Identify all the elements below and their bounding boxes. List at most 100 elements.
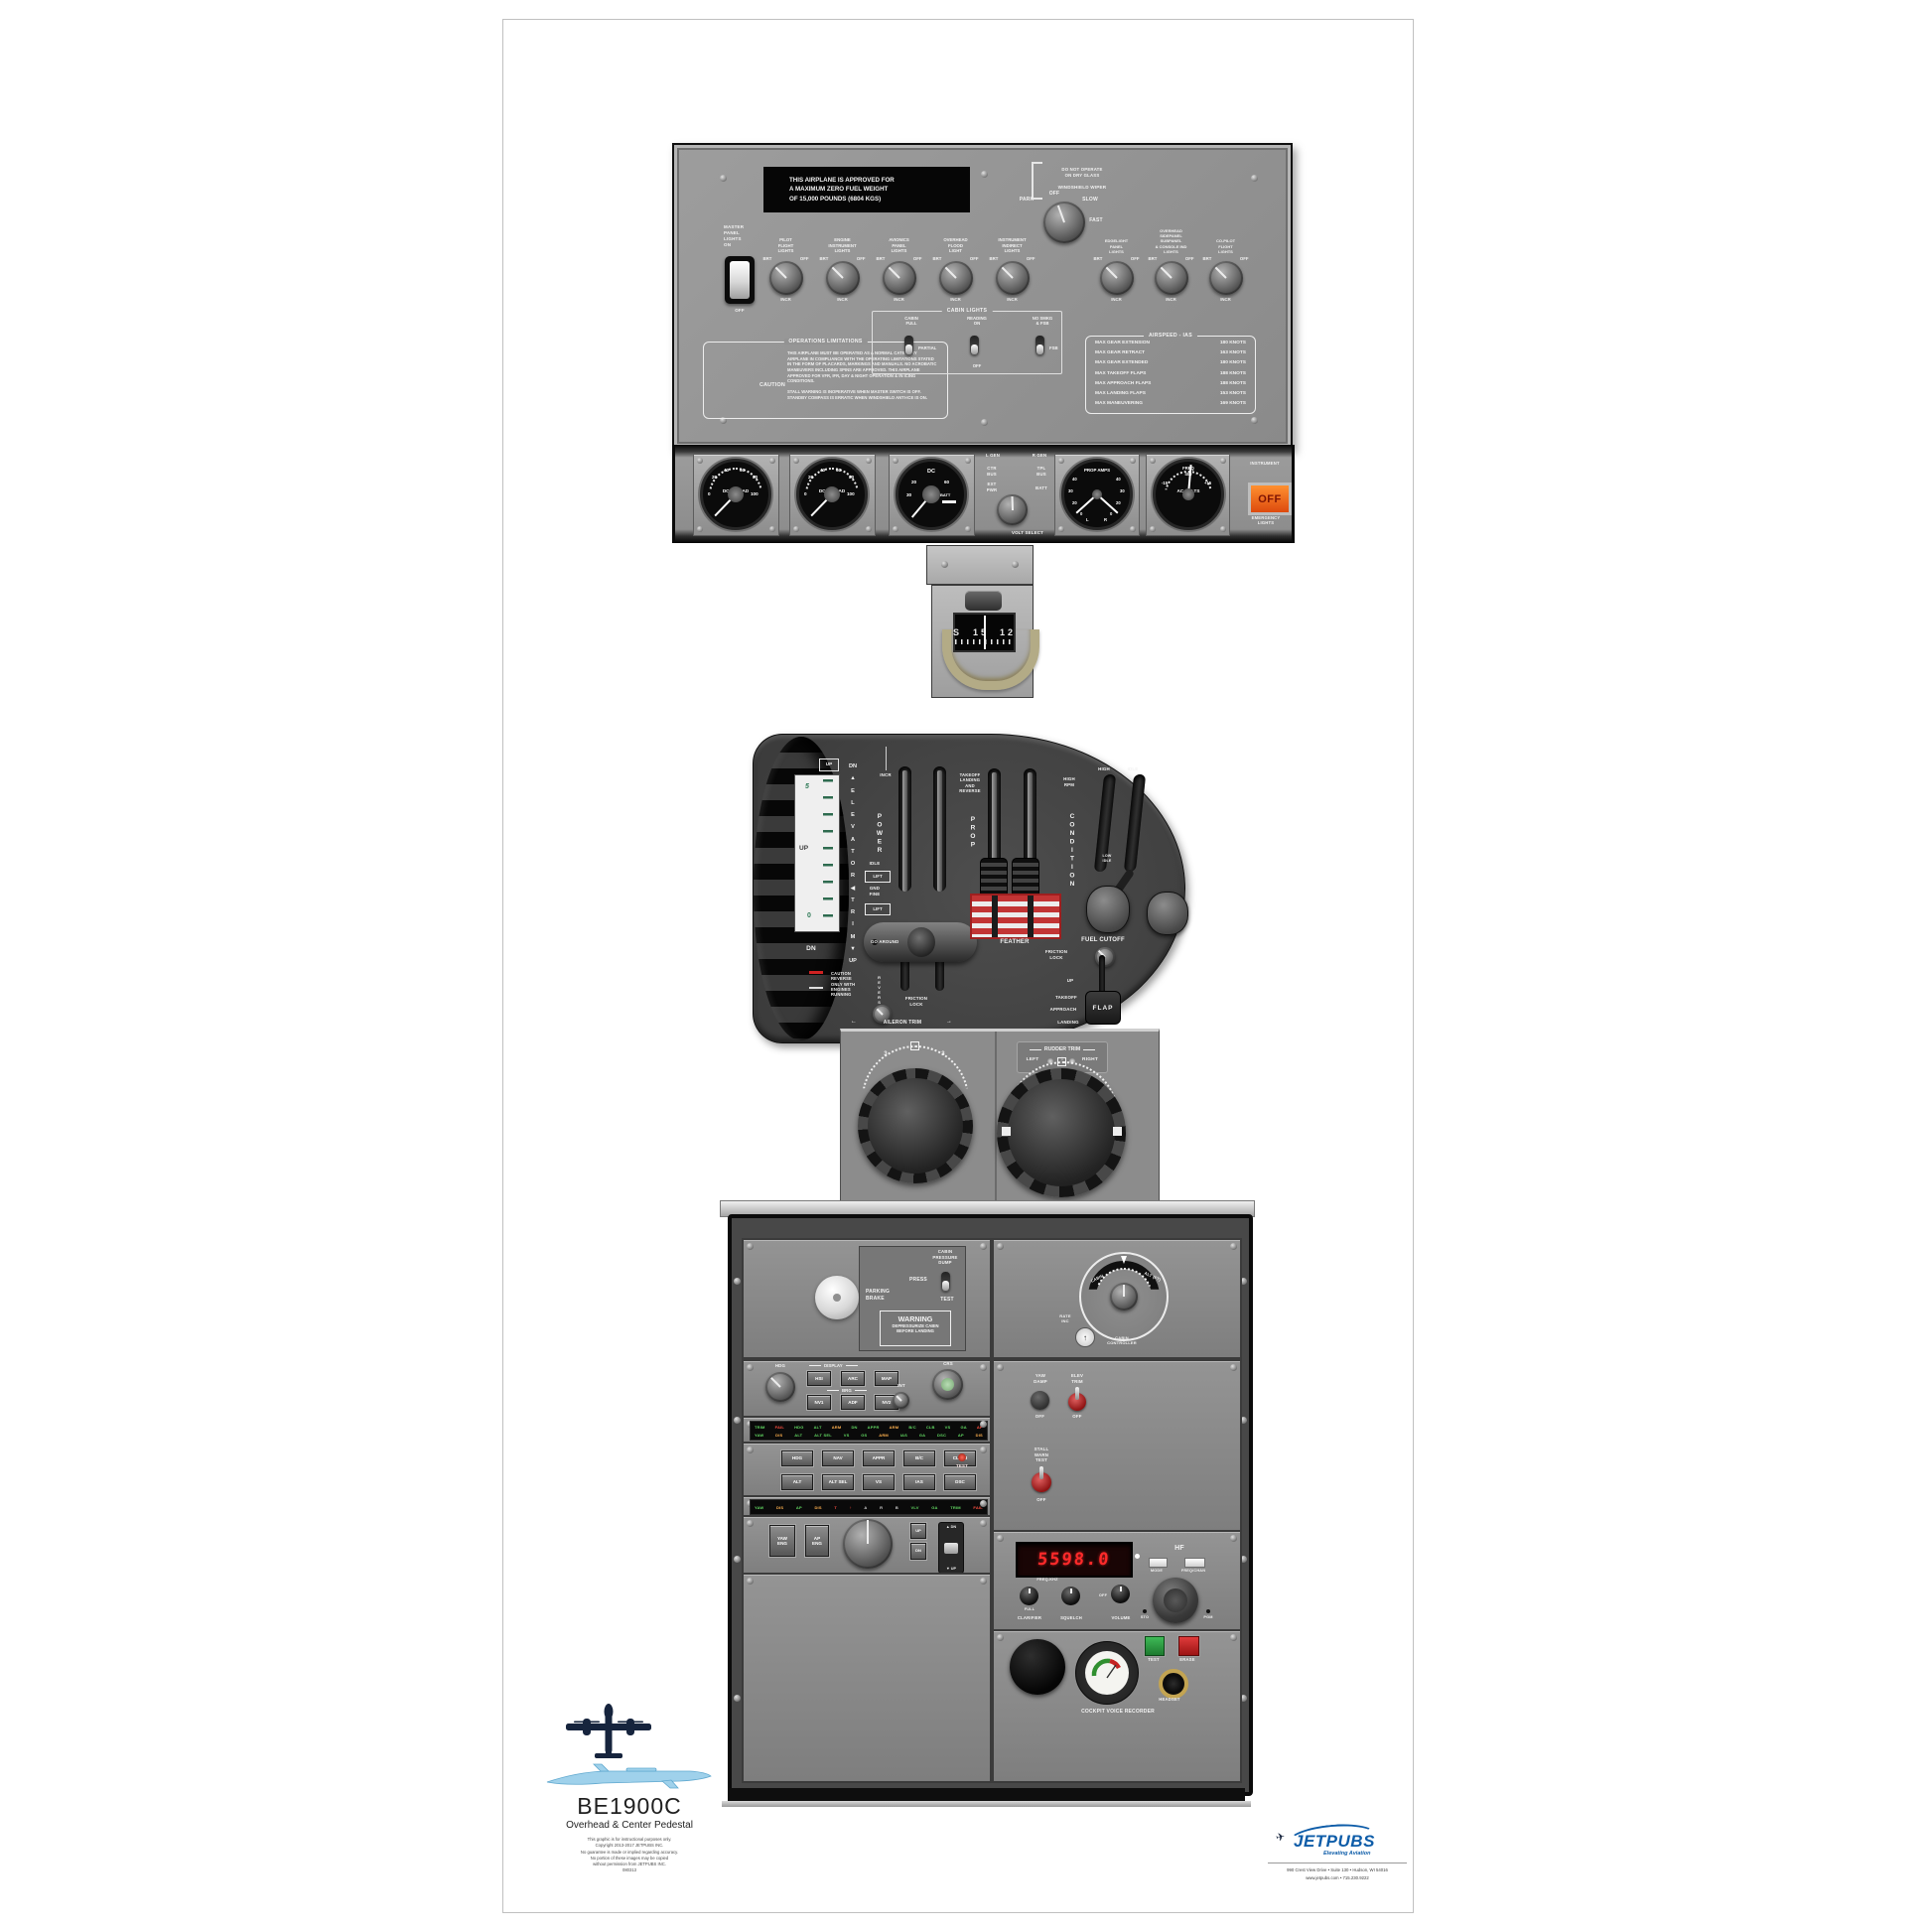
brg-button[interactable]: ADF	[841, 1395, 865, 1410]
poster-subtitle: Overhead & Center Pedestal	[566, 1820, 693, 1831]
hf-squelch-label: SQUELCH	[1060, 1615, 1082, 1620]
lighting-knob[interactable]	[1154, 261, 1188, 295]
ap-mode-button[interactable]: APPR	[863, 1450, 895, 1466]
hf-mode-button[interactable]	[1149, 1558, 1168, 1568]
flap-lever[interactable]: FLAP	[1085, 991, 1121, 1025]
cvr-erase-button[interactable]	[1178, 1636, 1199, 1656]
airspeed-item: MAX MANEUVERING	[1095, 401, 1143, 407]
go-around-label: GO AROUND	[871, 939, 899, 944]
ap-mode-button[interactable]: B/C	[903, 1450, 935, 1466]
rate-knob[interactable]: ↑	[1075, 1327, 1095, 1347]
display-button[interactable]: HSI	[807, 1371, 831, 1386]
brg-button[interactable]: NV1	[807, 1395, 831, 1410]
hf-squelch-knob[interactable]	[1061, 1587, 1080, 1605]
hdg-knob[interactable]	[765, 1372, 795, 1402]
prop-lever-left[interactable]	[980, 858, 1008, 897]
brt-label: BRT	[876, 256, 886, 261]
lighting-knob[interactable]	[938, 261, 973, 295]
ap-eng-button[interactable]: AP ENG	[805, 1525, 829, 1557]
fineprint-line: 080313	[622, 1867, 636, 1873]
ap-mode-button[interactable]: ALT	[781, 1474, 813, 1490]
test-label: TEST	[940, 1297, 954, 1303]
lighting-knob[interactable]	[1099, 261, 1134, 295]
windshield-wiper-knob[interactable]	[1043, 202, 1085, 243]
ap-mode-button[interactable]: DSC	[944, 1474, 976, 1490]
power-lever-right[interactable]	[937, 770, 942, 892]
ap-mode-button[interactable]: IAS	[903, 1474, 935, 1490]
airspeed-item: MAX TAKEOFF FLAPS	[1095, 370, 1147, 376]
compass-mount-upper	[926, 545, 1034, 585]
ap-mode-button[interactable]: ALT SEL	[822, 1474, 854, 1490]
annunciator-word: DSC	[937, 1432, 947, 1438]
go-around-bar[interactable]	[864, 922, 977, 962]
tick-label: 40	[1072, 477, 1077, 482]
hf-clarifier-knob[interactable]	[1020, 1587, 1038, 1605]
crs-knob[interactable]	[932, 1369, 963, 1400]
emergency-lights-off-lamp[interactable]: OFF	[1248, 483, 1292, 515]
yaw-damp-button[interactable]	[1031, 1391, 1049, 1410]
display-button[interactable]: ARC	[841, 1371, 865, 1386]
poster-model-title: BE1900C	[577, 1793, 682, 1819]
tick-label: 60	[836, 468, 842, 473]
lighting-knob[interactable]	[768, 261, 803, 295]
lighting-knob[interactable]	[882, 261, 916, 295]
lighting-knob[interactable]	[1208, 261, 1243, 295]
yaw-eng-button[interactable]: YAW ENG	[769, 1525, 795, 1557]
cabin-light-toggle[interactable]	[970, 336, 979, 355]
int-knob[interactable]	[893, 1392, 909, 1409]
display-button[interactable]: MAP	[875, 1371, 898, 1386]
elev-trim-switch[interactable]	[1068, 1387, 1086, 1411]
turn-knob[interactable]	[843, 1519, 893, 1569]
friction-lock-left-knob[interactable]	[873, 1005, 892, 1024]
annunciator-word: DN	[851, 1424, 858, 1430]
cabin-dump-toggle[interactable]	[941, 1272, 950, 1292]
cabin-light-toggle[interactable]	[904, 336, 913, 355]
condition-lever-left[interactable]	[1086, 886, 1130, 933]
elevator-trim-letter: ▲	[850, 775, 856, 782]
compass-adjust-knob[interactable]	[965, 591, 1002, 611]
annunciator-word: AP	[795, 1504, 802, 1510]
hf-label: HF	[1174, 1545, 1184, 1552]
annunciator-word: ALT	[813, 1424, 822, 1430]
reverse-label: REVERSE	[877, 974, 883, 1010]
master-switch-rocker[interactable]	[730, 261, 750, 299]
brt-label: BRT	[932, 256, 942, 261]
tick-label: 80	[753, 475, 759, 480]
annunciator-word: AP	[957, 1432, 964, 1438]
aircraft-topview-icon	[562, 1702, 655, 1763]
elevator-trim-letter: ▼	[850, 945, 856, 952]
hf-freqchan-button[interactable]	[1184, 1558, 1205, 1568]
cabin-controller-knob[interactable]	[1110, 1283, 1138, 1311]
hf-volume-knob[interactable]	[1111, 1585, 1130, 1603]
cvr-headset-jack[interactable]	[1159, 1669, 1188, 1699]
ap-mode-button[interactable]: NAV	[822, 1450, 854, 1466]
cabin-light-toggle[interactable]	[1035, 336, 1044, 355]
prop-lever-right[interactable]	[1012, 858, 1039, 897]
master-panel-lights-switch[interactable]	[725, 256, 755, 304]
pedestal-base-trim	[722, 1801, 1251, 1807]
friction-lock-right-knob[interactable]	[1095, 947, 1115, 967]
lighting-knob[interactable]	[825, 261, 860, 295]
condition-lever-right[interactable]	[1147, 892, 1188, 935]
trim-scale-up-box: UP	[819, 759, 839, 771]
power-lever-left[interactable]	[902, 770, 907, 892]
ap-mode-button[interactable]: HDG	[781, 1450, 813, 1466]
pitch-up-button[interactable]: UP	[910, 1523, 926, 1539]
stall-warn-test-switch[interactable]	[1032, 1466, 1051, 1492]
jetpubs-address1: 990 Crest View Drive • Suite 130 • Hudso…	[1287, 1867, 1388, 1872]
lighting-knob[interactable]	[995, 261, 1030, 295]
pitch-rocker[interactable]: ▲ DN ▼ UP	[938, 1522, 964, 1574]
gauge-title: PROP AMPS	[1083, 468, 1111, 473]
bracket-mark	[1032, 162, 1042, 200]
hf-tuning-knob[interactable]	[1153, 1578, 1198, 1623]
annunciator-word: GA	[918, 1432, 926, 1438]
pitch-dn-button[interactable]: DN	[910, 1543, 926, 1560]
hf-clarifier-label: CLARIFIER	[1017, 1615, 1042, 1620]
high-label: HIGH	[1098, 766, 1110, 771]
ap-mode-button[interactable]: VS	[863, 1474, 895, 1490]
cvr-test-button[interactable]	[1145, 1636, 1165, 1656]
volt-select-knob[interactable]	[997, 494, 1028, 525]
parking-brake-handle[interactable]	[815, 1276, 859, 1319]
